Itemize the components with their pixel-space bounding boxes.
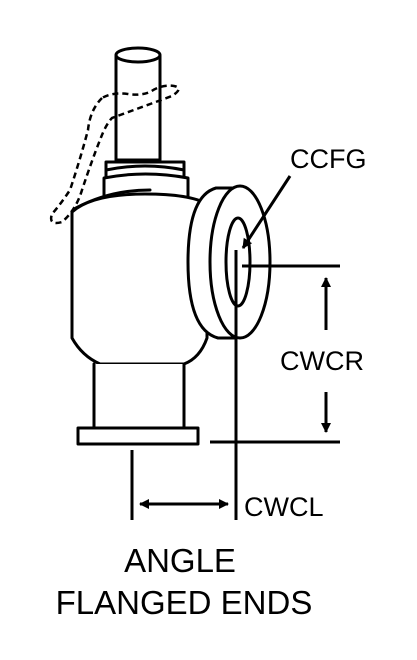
bottom-flange [76,426,200,446]
cwcl-label: CWCL [244,492,324,522]
ccfg-leader-arrow [241,175,292,249]
side-flange-bore [224,216,252,308]
ccfg-label: CCFG [290,144,367,174]
caption-line-1: ANGLE [124,542,236,579]
valve-stem-top [114,46,162,64]
dimension-lines [130,250,340,520]
caption-line-2: FLANGED ENDS [56,584,313,621]
valve-handle-dashed [49,84,180,225]
valve-lower-neck [92,362,186,430]
valve-body [70,192,209,366]
cwcr-label: CWCR [280,346,364,376]
valve-drawing [70,46,272,446]
